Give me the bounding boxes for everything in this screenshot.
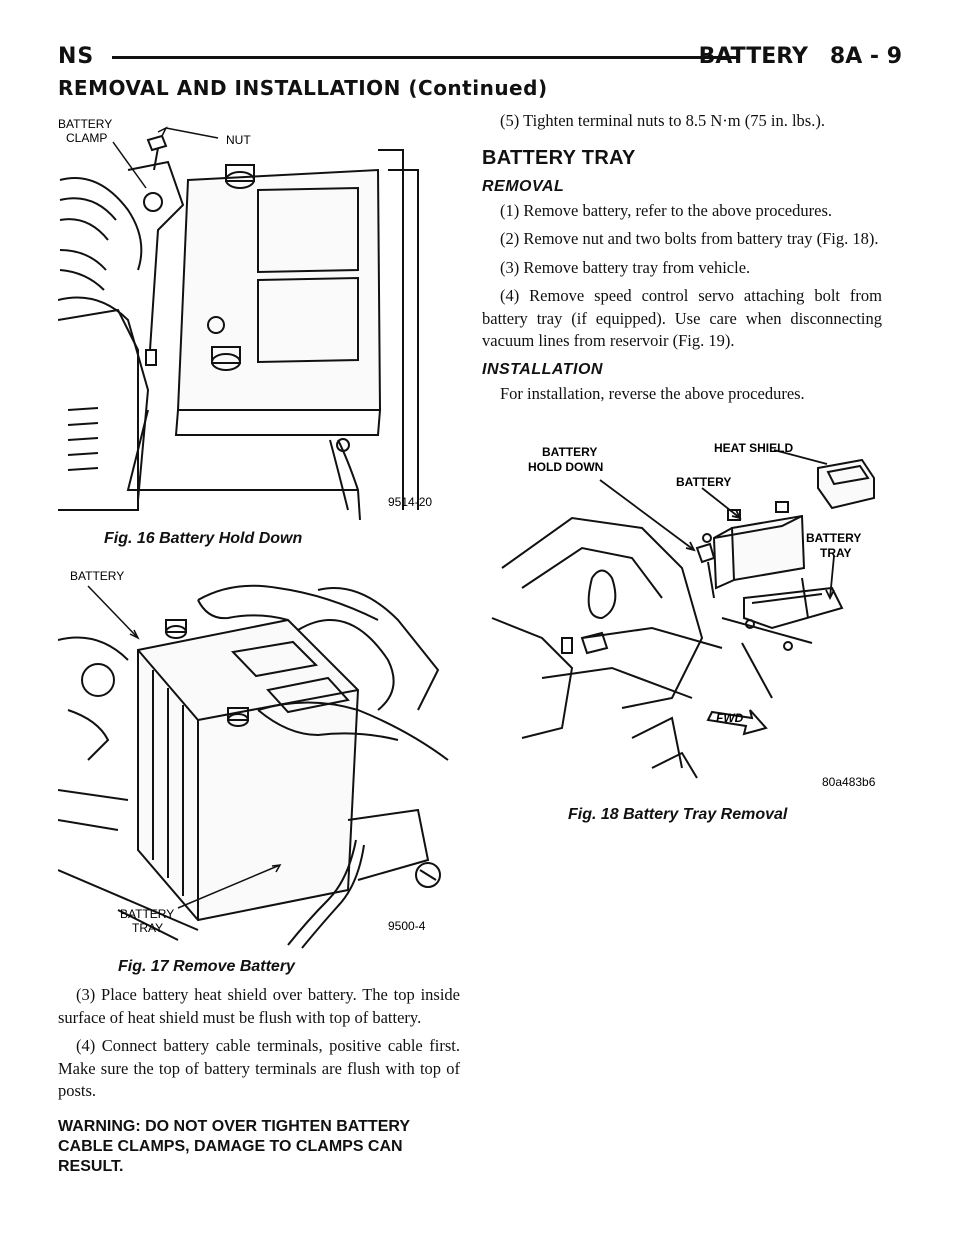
installation-text: For installation, reverse the above proc… (500, 383, 805, 403)
label-battery-tray-1: BATTERY (806, 531, 861, 545)
figure-battery-hold-down: BATTERY CLAMP NUT 9514-20 (57, 110, 460, 521)
header-rule (112, 56, 740, 59)
remove-battery-illustration: BATTERY BATTERY TRAY 9500-4 (57, 569, 449, 949)
figure-battery-tray-removal: BATTERY HOLD DOWN HEAT SHIELD BATTERY BA… (482, 438, 882, 798)
label-battery-clamp-1: BATTERY (58, 117, 112, 131)
label-battery-hold-down-2: HOLD DOWN (528, 460, 603, 474)
removal-step-1: (1) Remove battery, refer to the above p… (500, 200, 832, 220)
warning-text: WARNING: DO NOT OVER TIGHTEN BATTERY CAB… (58, 1117, 410, 1175)
label-battery-clamp-2: CLAMP (66, 131, 107, 145)
label-battery-tray-2: TRAY (132, 921, 163, 935)
figure-code: 9500-4 (388, 919, 426, 933)
page-number: 8A - 9 (829, 44, 902, 69)
battery-tray-removal-illustration: BATTERY HOLD DOWN HEAT SHIELD BATTERY BA… (491, 441, 876, 789)
step-5: (5) Tighten terminal nuts to 8.5 N·m (75… (500, 111, 825, 130)
figure-caption-16: Fig. 16 Battery Hold Down (104, 530, 303, 547)
label-nut: NUT (226, 133, 251, 147)
figure-code: 9514-20 (388, 495, 432, 509)
label-battery-tray-1: BATTERY (120, 907, 174, 921)
battery-tray-heading: BATTERY TRAY (482, 146, 636, 169)
removal-step-2: (2) Remove nut and two bolts from batter… (500, 229, 879, 248)
label-battery-tray-2: TRAY (820, 546, 852, 560)
label-battery-hold-down-1: BATTERY (542, 445, 597, 459)
label-fwd: FWD (716, 711, 744, 725)
battery-hold-down-illustration: BATTERY CLAMP NUT 9514-20 (57, 117, 432, 521)
figure-remove-battery: BATTERY BATTERY TRAY 9500-4 (57, 560, 460, 950)
step-4: (4) Connect battery cable terminals, pos… (58, 1036, 460, 1100)
left-column-text: (3) Place battery heat shield over batte… (58, 984, 460, 1177)
removal-step-3: (3) Remove battery tray from vehicle. (500, 257, 751, 277)
section-heading: REMOVAL AND INSTALLATION (Continued) (58, 76, 548, 100)
label-heat-shield: HEAT SHIELD (714, 441, 793, 455)
figure-caption-18: Fig. 18 Battery Tray Removal (568, 806, 788, 823)
figure-caption-17: Fig. 17 Remove Battery (118, 958, 295, 975)
header-model-code: NS (58, 44, 95, 69)
label-battery: BATTERY (70, 569, 124, 583)
right-column-text: (5) Tighten terminal nuts to 8.5 N·m (75… (482, 110, 882, 411)
step-3: (3) Place battery heat shield over batte… (58, 985, 460, 1027)
installation-heading: INSTALLATION (482, 360, 603, 378)
header-right: BATTERY 8A - 9 (699, 44, 902, 69)
header-chapter-title: BATTERY (698, 44, 808, 69)
removal-heading: REMOVAL (482, 177, 565, 195)
removal-step-4: (4) Remove speed control servo attaching… (482, 286, 882, 350)
figure-code: 80a483b6 (822, 775, 876, 789)
label-battery: BATTERY (676, 475, 731, 489)
